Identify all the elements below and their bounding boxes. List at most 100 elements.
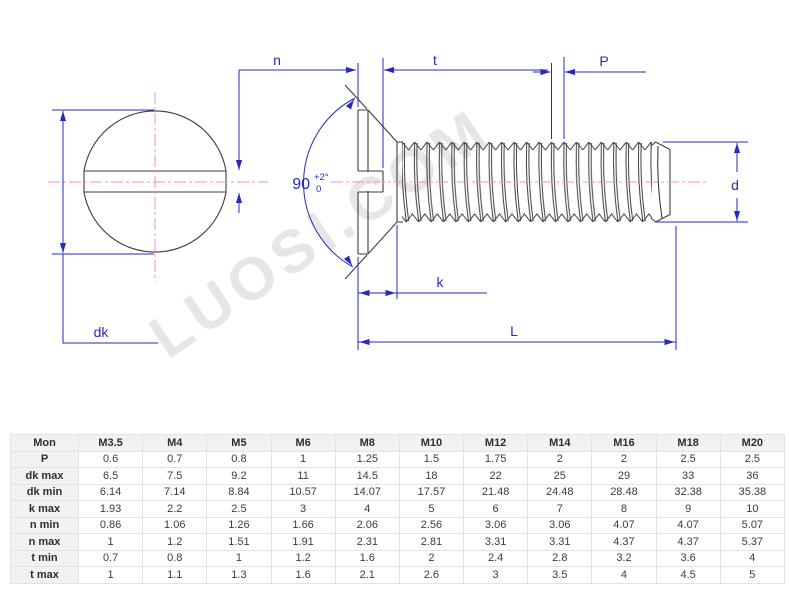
screw-drawing-svg: LUOSI.COM xyxy=(48,52,748,371)
table-cell: 2 xyxy=(398,549,465,567)
table-cell: 3.2 xyxy=(591,549,657,567)
table-cell: 1.51 xyxy=(206,533,272,551)
table-cell: 35.38 xyxy=(719,483,786,501)
table-cell: 4.07 xyxy=(591,516,657,534)
table-cell: 6 xyxy=(463,500,529,518)
table-cell: 1.93 xyxy=(77,500,144,518)
label-angle-tol-zero: 0 xyxy=(316,184,321,195)
table-cell: 2.56 xyxy=(398,516,465,534)
table-cell: 3.31 xyxy=(463,533,529,551)
table-cell: 0.6 xyxy=(77,450,144,468)
cone-ext-bottom xyxy=(344,254,368,280)
column-header: M16 xyxy=(591,434,657,452)
table-cell: 0.8 xyxy=(206,450,272,468)
table-cell: 2.6 xyxy=(398,566,465,584)
table-cell: 2.81 xyxy=(398,533,465,551)
label-angle-tol-plus: +2° xyxy=(314,172,329,183)
table-cell: 1.66 xyxy=(270,516,336,534)
table-cell: 3.06 xyxy=(527,516,593,534)
table-cell: 0.86 xyxy=(77,516,144,534)
table-cell: 2.31 xyxy=(334,533,400,551)
table-cell: 3.06 xyxy=(463,516,529,534)
column-header: M10 xyxy=(398,434,465,452)
table-cell: 0.8 xyxy=(142,549,208,567)
table-cell: 8.84 xyxy=(206,483,272,501)
thread-end-flank xyxy=(657,145,663,219)
column-header: M8 xyxy=(334,434,400,452)
table-cell: 5.37 xyxy=(719,533,786,551)
table-cell: 14.07 xyxy=(334,483,400,501)
table-cell: 21.48 xyxy=(463,483,529,501)
head-circle-top-arc xyxy=(83,110,227,172)
row-label: n max xyxy=(10,533,79,551)
table-cell: 17.57 xyxy=(398,483,465,501)
table-cell: 2.5 xyxy=(655,450,721,468)
row-label: n min xyxy=(10,516,79,534)
table-cell: 1.5 xyxy=(398,450,465,468)
table-cell: 5 xyxy=(719,566,786,584)
row-label: dk max xyxy=(10,467,79,485)
dimension-n xyxy=(235,66,356,213)
table-cell: 6.14 xyxy=(77,483,144,501)
table-cell: 22 xyxy=(463,467,529,485)
table-cell: 3.31 xyxy=(527,533,593,551)
table-cell: 10 xyxy=(719,500,786,518)
table-cell: 1.26 xyxy=(206,516,272,534)
column-header: M4 xyxy=(142,434,208,452)
column-header: Mon xyxy=(10,434,79,452)
table-cell: 1.1 xyxy=(142,566,208,584)
table-cell: 1.75 xyxy=(463,450,529,468)
table-cell: 2.2 xyxy=(142,500,208,518)
dimension-labels: n t P d dk k L 90 +2° 0 xyxy=(94,52,739,340)
column-header: M5 xyxy=(206,434,272,452)
dimension-l xyxy=(357,226,677,350)
table-cell: 0.7 xyxy=(77,549,144,567)
table-cell: 2.06 xyxy=(334,516,400,534)
label-angle-90: 90 xyxy=(292,176,310,193)
table-cell: 4.37 xyxy=(591,533,657,551)
table-cell: 29 xyxy=(591,467,657,485)
column-header: M14 xyxy=(527,434,593,452)
table-cell: 1.2 xyxy=(270,549,336,567)
table-cell: 2.5 xyxy=(206,500,272,518)
label-n: n xyxy=(273,52,281,68)
table-cell: 1.91 xyxy=(270,533,336,551)
cone-ext-top xyxy=(344,84,368,110)
table-cell: 1 xyxy=(270,450,336,468)
table-cell: 4 xyxy=(591,566,657,584)
table-cell: 4.07 xyxy=(655,516,721,534)
table-cell: 1.6 xyxy=(270,566,336,584)
table-cell: 11 xyxy=(270,467,336,485)
table-cell: 1.3 xyxy=(206,566,272,584)
table-cell: 2.1 xyxy=(334,566,400,584)
table-cell: 1.25 xyxy=(334,450,400,468)
column-header: M6 xyxy=(270,434,336,452)
table-cell: 24.48 xyxy=(527,483,593,501)
label-dk: dk xyxy=(94,324,110,340)
table-cell: 3.5 xyxy=(527,566,593,584)
table-cell: 7 xyxy=(527,500,593,518)
dimension-angle xyxy=(303,97,356,268)
table-cell: 1 xyxy=(77,566,144,584)
table-cell: 2 xyxy=(527,450,593,468)
table-cell: 14.5 xyxy=(334,467,400,485)
column-header: M20 xyxy=(719,434,786,452)
table-cell: 8 xyxy=(591,500,657,518)
table-cell: 4 xyxy=(334,500,400,518)
watermark-text: LUOSI.COM xyxy=(138,95,502,371)
row-label: t max xyxy=(10,566,79,584)
table-cell: 4 xyxy=(719,549,786,567)
table-cell: 1.2 xyxy=(142,533,208,551)
table-cell: 33 xyxy=(655,467,721,485)
dimension-k xyxy=(358,225,487,299)
cone-bottom-edge xyxy=(367,221,398,255)
column-header: M18 xyxy=(655,434,721,452)
table-cell: 9.2 xyxy=(206,467,272,485)
dimension-p xyxy=(533,57,646,139)
